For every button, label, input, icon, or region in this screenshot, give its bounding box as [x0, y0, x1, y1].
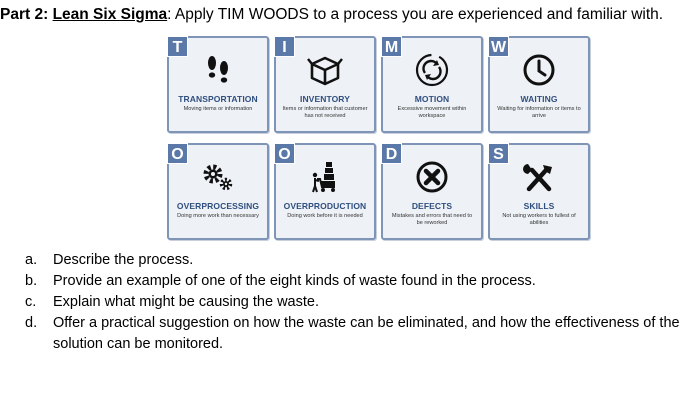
card-letter: I: [274, 36, 295, 57]
card-letter: W: [488, 36, 509, 57]
card-overproduction: O OVERPRODUCTION Doing work before it is…: [274, 143, 376, 240]
card-letter: M: [381, 36, 402, 57]
topic-label: Lean Six Sigma: [52, 6, 168, 23]
assignment-heading: Part 2: Lean Six Sigma: Apply TIM WOODS …: [0, 6, 663, 24]
tools-icon: [523, 164, 552, 192]
card-inventory: I INVENTORY Items or information that cu…: [274, 36, 376, 133]
card-title: OVERPROCESSING: [176, 201, 260, 211]
card-description: Excessive movement within workspace: [397, 106, 467, 119]
clock-icon: [523, 54, 555, 86]
card-title: WAITING: [520, 94, 558, 104]
question-letter: d.: [25, 315, 38, 331]
card-title: OVERPRODUCTION: [283, 201, 367, 211]
footprints-icon: [208, 56, 228, 83]
stacked-cart-icon: [312, 162, 335, 193]
card-letter: O: [167, 143, 188, 164]
card-transportation: T TRANSPORTATION Moving items or informa…: [167, 36, 269, 133]
card-description: Moving items or information: [183, 106, 253, 112]
x-circle-icon: [416, 161, 448, 193]
card-description: Mistakes and errors that need to be rewo…: [391, 213, 473, 226]
question-b: b. Provide an example of one of the eigh…: [25, 271, 695, 292]
card-description: Doing work before it is needed: [287, 213, 363, 219]
question-d: d. Offer a practical suggestion on how t…: [25, 313, 695, 355]
question-text: Explain what might be causing the waste.: [53, 294, 319, 310]
card-letter: S: [488, 143, 509, 164]
question-letter: a.: [25, 252, 38, 268]
question-c: c. Explain what might be causing the was…: [25, 292, 695, 313]
question-text: Provide an example of one of the eight k…: [53, 273, 536, 289]
card-letter: D: [381, 143, 402, 164]
card-overprocessing: O OVERPROCESSING Doing more work than ne…: [167, 143, 269, 240]
gears-icon: [203, 164, 233, 191]
card-letter: T: [167, 36, 188, 57]
card-motion: M MOTION Excessive movement within works…: [381, 36, 483, 133]
part-label: Part 2:: [0, 6, 49, 23]
question-letter: b.: [25, 273, 38, 289]
card-title: MOTION: [414, 94, 450, 104]
card-title: DEFECTS: [411, 201, 453, 211]
card-description: Not using workers to fullest of abilitie…: [502, 213, 576, 226]
question-list: a. Describe the process. b. Provide an e…: [25, 250, 695, 355]
instruction-text: : Apply TIM WOODS to a process you are e…: [167, 6, 664, 23]
card-description: Doing more work than necessary: [177, 213, 259, 219]
card-title: SKILLS: [523, 201, 555, 211]
cycle-arrows-icon: [415, 53, 449, 87]
card-description: Items or information that customer has n…: [282, 106, 368, 119]
card-description: Waiting for information or items to arri…: [497, 106, 581, 119]
question-text: Offer a practical suggestion on how the …: [53, 315, 680, 352]
card-defects: D DEFECTS Mistakes and errors that need …: [381, 143, 483, 240]
card-skills: S SKILLS Not using workers to fullest of…: [488, 143, 590, 240]
card-title: INVENTORY: [299, 94, 351, 104]
box-icon: [307, 56, 343, 86]
tim-woods-grid: T TRANSPORTATION Moving items or informa…: [167, 36, 591, 244]
question-a: a. Describe the process.: [25, 250, 695, 271]
question-text: Describe the process.: [53, 252, 194, 268]
card-waiting: W WAITING Waiting for information or ite…: [488, 36, 590, 133]
card-title: TRANSPORTATION: [178, 94, 258, 104]
question-letter: c.: [25, 294, 37, 310]
card-letter: O: [274, 143, 295, 164]
